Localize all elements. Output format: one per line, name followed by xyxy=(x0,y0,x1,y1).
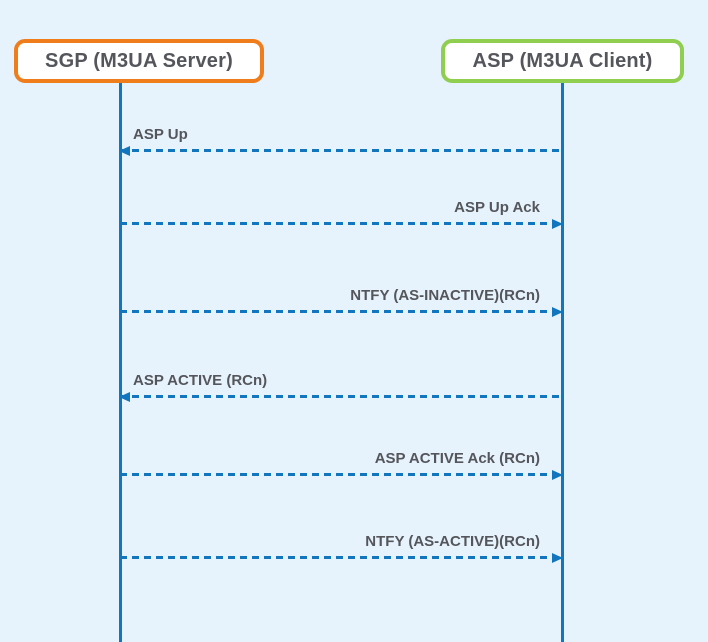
message-label: NTFY (AS-INACTIVE)(RCn) xyxy=(350,287,540,304)
arrowhead-right-icon xyxy=(552,218,563,229)
arrowhead-right-icon xyxy=(552,552,563,563)
message-label: ASP ACTIVE (RCn) xyxy=(133,372,268,389)
message-line xyxy=(120,218,563,229)
message-label: ASP Up xyxy=(133,126,188,143)
message-label: ASP Up Ack xyxy=(454,199,540,216)
actor-label-asp: ASP (M3UA Client) xyxy=(472,49,653,72)
arrowhead-right-icon xyxy=(552,306,563,317)
message-asp-up-ack: ASP Up Ack xyxy=(120,197,563,229)
message-label: ASP ACTIVE Ack (RCn) xyxy=(374,450,540,467)
message-ntfy-as-inactive: NTFY (AS-INACTIVE)(RCn) xyxy=(120,285,563,317)
message-asp-active: ASP ACTIVE (RCn) xyxy=(119,370,562,402)
message-line xyxy=(119,145,562,156)
message-line xyxy=(120,552,563,563)
arrowhead-right-icon xyxy=(552,469,563,480)
message-ntfy-as-active: NTFY (AS-ACTIVE)(RCn) xyxy=(120,531,563,563)
actor-label-sgp: SGP (M3UA Server) xyxy=(45,49,233,72)
message-line xyxy=(120,469,563,480)
arrowhead-left-icon xyxy=(119,391,130,402)
arrowhead-left-icon xyxy=(119,145,130,156)
message-line xyxy=(119,391,562,402)
message-line xyxy=(120,306,563,317)
lifeline-sgp xyxy=(119,81,122,642)
message-asp-active-ack: ASP ACTIVE Ack (RCn) xyxy=(120,448,563,480)
message-asp-up: ASP Up xyxy=(119,124,562,156)
lifeline-asp xyxy=(561,81,564,642)
message-label: NTFY (AS-ACTIVE)(RCn) xyxy=(365,533,540,550)
actor-box-sgp: SGP (M3UA Server) xyxy=(14,39,264,83)
actor-box-asp: ASP (M3UA Client) xyxy=(441,39,684,83)
